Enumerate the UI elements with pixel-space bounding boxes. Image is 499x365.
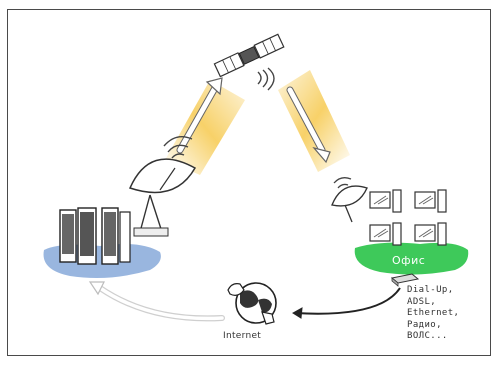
modem-icon [390, 273, 420, 287]
office-platform [354, 242, 469, 275]
internet-globe-icon [227, 282, 277, 325]
connection-type-item: Радио, [407, 319, 442, 330]
satellite-icon [213, 33, 285, 78]
connection-type-item: Dial-Up, [407, 285, 454, 295]
dish-signal-waves [163, 136, 193, 159]
office-label: Офис [392, 254, 426, 267]
satellite-dish-icon [128, 158, 197, 237]
connection-type-item: Ethernet, [407, 308, 460, 318]
internet-label: Internet [223, 331, 262, 341]
connection-types-list: Dial-Up, ADSL, Ethernet, Радио, ВОЛС... [407, 285, 459, 343]
connection-type-item: ADSL, [407, 296, 437, 307]
satellite-signal-waves [257, 67, 275, 91]
server-rack-icon [59, 207, 131, 265]
office-computer-icon [369, 189, 447, 246]
uplink-beam [165, 77, 245, 175]
connection-type-item: ВОЛС... [407, 331, 448, 341]
downlink-beam [278, 70, 350, 172]
office-screen-glyphs [373, 195, 434, 238]
office-dish-icon [331, 185, 368, 223]
arrow-internet-to-servers [88, 281, 225, 322]
arrow-office-to-internet [292, 287, 401, 319]
office-signal-waves [333, 177, 352, 189]
